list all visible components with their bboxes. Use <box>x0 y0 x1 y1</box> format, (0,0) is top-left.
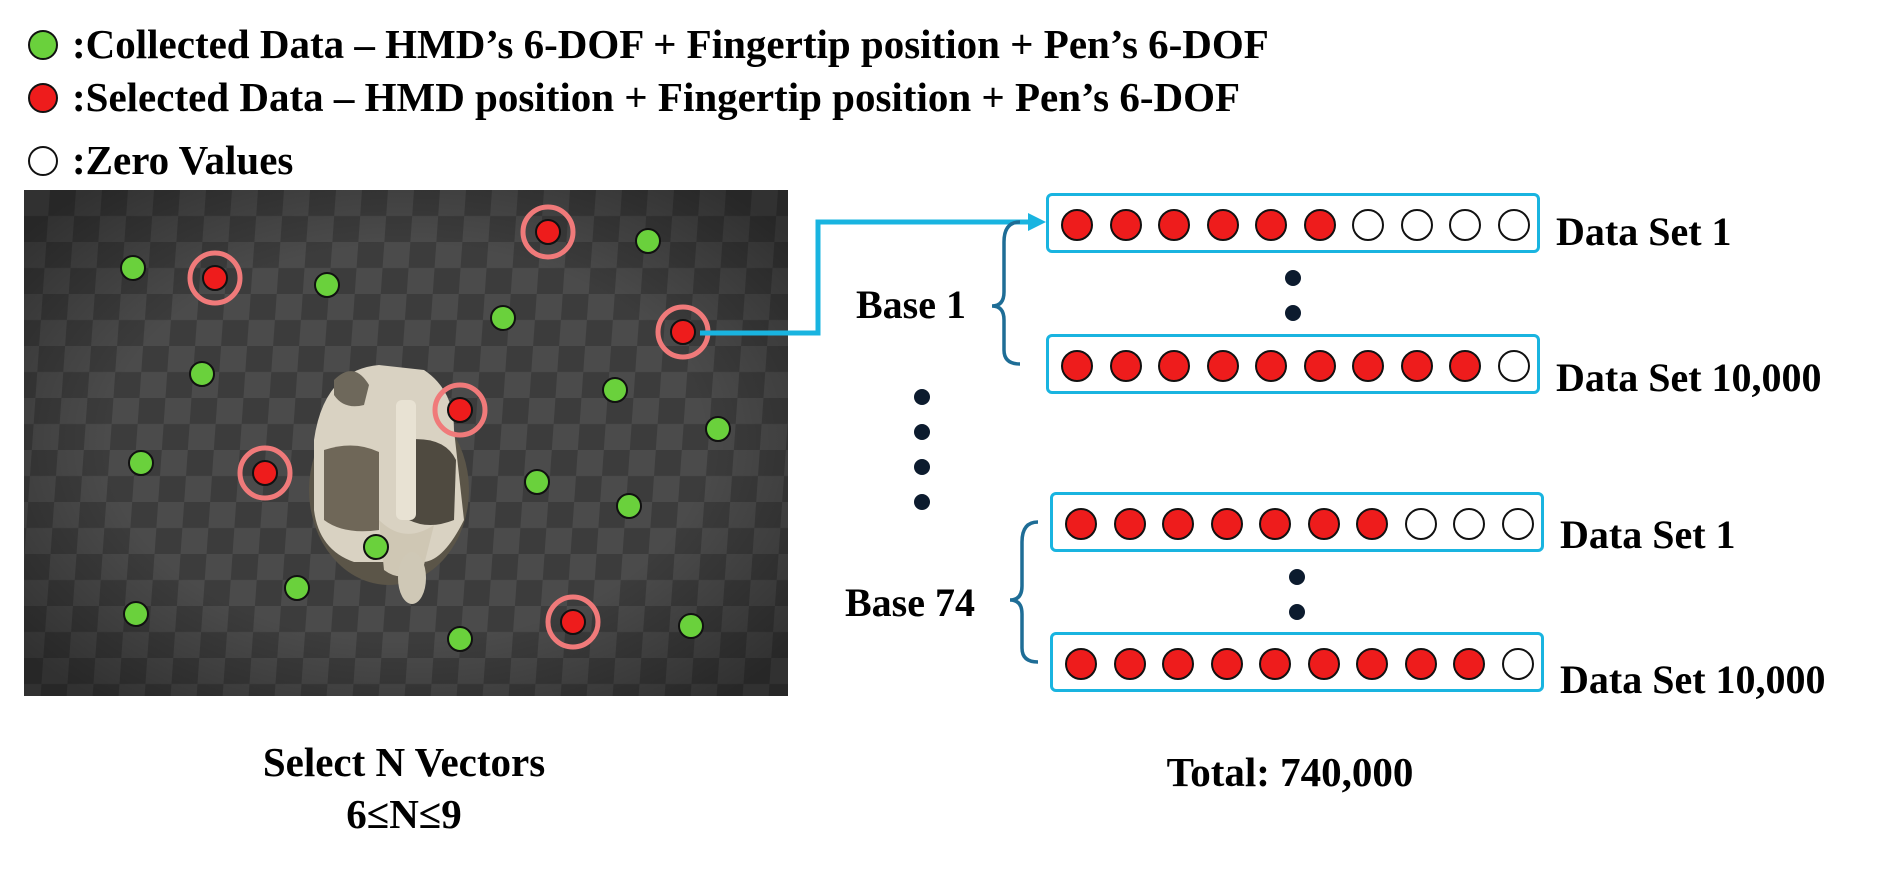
selected-value-dot <box>1453 648 1485 680</box>
base-label: Base 74 <box>845 580 975 625</box>
selected-value-dot <box>1162 648 1194 680</box>
hmd-model <box>309 365 469 604</box>
ellipsis-dot <box>914 389 930 405</box>
selected-value-dot <box>1307 648 1340 680</box>
zero-value-dot <box>1501 508 1534 540</box>
base-label: Base 1 <box>856 282 966 327</box>
selected-value-dot <box>1255 350 1287 382</box>
ellipsis-dot <box>1289 604 1305 620</box>
ellipsis-dot <box>1289 569 1305 585</box>
data-vector-box <box>1046 193 1540 253</box>
total-label: Total: 740,000 <box>1166 749 1414 795</box>
scene-caption: Select N Vectors 6≤N≤9 <box>204 736 604 840</box>
scene-caption-line2: 6≤N≤9 <box>346 791 462 837</box>
zero-value-dot <box>1404 508 1437 540</box>
ellipsis-dot <box>914 424 930 440</box>
selected-value-dot <box>1109 209 1142 241</box>
data-set-label: Data Set 10,000 <box>1560 657 1826 702</box>
selected-value-dot <box>1065 648 1097 680</box>
selected-value-dot <box>1113 508 1146 540</box>
legend-collected: :Collected Data – HMD’s 6-DOF + Fingerti… <box>28 24 1269 65</box>
selected-value-dot <box>1158 350 1190 382</box>
selected-value-dot <box>1400 350 1433 382</box>
scene-canvas <box>24 190 788 696</box>
legend-selected-label: :Selected Data – HMD position + Fingerti… <box>72 74 1241 120</box>
ellipsis-dot <box>914 459 930 475</box>
legend-collected-label: :Collected Data – HMD’s 6-DOF + Fingerti… <box>72 21 1269 67</box>
scene-caption-line1: Select N Vectors <box>262 739 546 785</box>
data-vector-box <box>1046 334 1540 394</box>
selected-value-dot <box>1061 350 1093 382</box>
selected-value-dot <box>1061 209 1093 241</box>
selected-value-dot <box>1352 350 1384 382</box>
zero-value-dot <box>1449 209 1481 241</box>
selected-value-dot <box>1065 508 1097 540</box>
zero-value-dot <box>1453 508 1485 540</box>
data-set-label: Data Set 10,000 <box>1556 355 1822 400</box>
zero-value-dot <box>1497 350 1530 382</box>
ellipsis-dot <box>1285 305 1301 321</box>
legend-selected: :Selected Data – HMD position + Fingerti… <box>28 77 1240 118</box>
data-set-label: Data Set 1 <box>1556 209 1732 254</box>
selected-value-dot <box>1113 648 1146 680</box>
selected-value-dot <box>1255 209 1287 241</box>
selected-value-dot <box>1303 350 1336 382</box>
selected-value-dot <box>1404 648 1437 680</box>
selected-value-dot <box>1259 508 1291 540</box>
selected-value-dot <box>1109 350 1142 382</box>
zero-value-dot <box>1400 209 1433 241</box>
legend-zero-label: :Zero Values <box>72 137 294 183</box>
green-dot-icon <box>28 29 58 60</box>
selected-value-dot <box>1259 648 1291 680</box>
zero-value-dot <box>1501 648 1534 680</box>
white-dot-icon <box>28 145 58 176</box>
data-vector-box <box>1050 632 1544 692</box>
zero-value-dot <box>1352 209 1384 241</box>
ellipsis-dot <box>914 494 930 510</box>
zero-value-dot <box>1497 209 1530 241</box>
selected-value-dot <box>1449 350 1481 382</box>
selected-value-dot <box>1303 209 1336 241</box>
data-set-label: Data Set 1 <box>1560 512 1736 557</box>
vr-scene-image <box>24 190 788 696</box>
arrow-head-icon <box>1028 213 1046 231</box>
selected-value-dot <box>1210 508 1243 540</box>
ellipsis-dot <box>1285 270 1301 286</box>
selected-value-dot <box>1356 648 1388 680</box>
selected-value-dot <box>1307 508 1340 540</box>
selected-value-dot <box>1210 648 1243 680</box>
selected-value-dot <box>1206 209 1239 241</box>
base-1-bracket <box>991 220 1021 366</box>
selected-value-dot <box>1162 508 1194 540</box>
selected-value-dot <box>1356 508 1388 540</box>
red-dot-icon <box>28 82 58 113</box>
selected-value-dot <box>1158 209 1190 241</box>
base-74-bracket <box>1009 520 1039 664</box>
legend-zero: :Zero Values <box>28 140 293 181</box>
data-vector-box <box>1050 492 1544 552</box>
selected-value-dot <box>1206 350 1239 382</box>
